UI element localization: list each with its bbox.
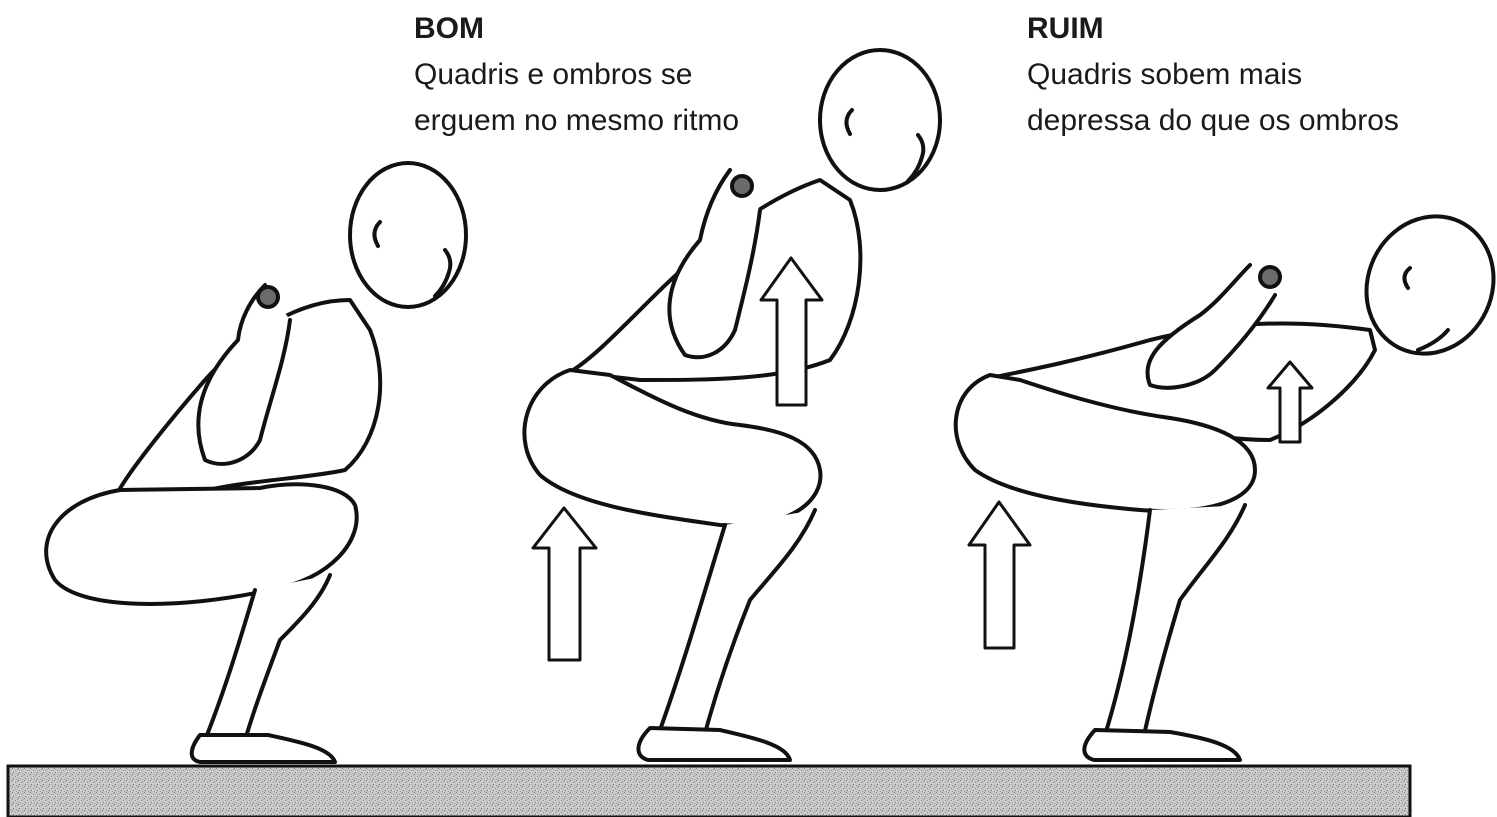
thigh bbox=[953, 373, 1257, 513]
head bbox=[1364, 214, 1496, 356]
caption-good-heading: BOM bbox=[414, 12, 484, 45]
floor bbox=[6, 764, 1412, 817]
caption-bad-heading: RUIM bbox=[1027, 12, 1104, 45]
arrow-shoulders-up bbox=[759, 256, 824, 407]
figure-good-rise bbox=[522, 48, 942, 762]
foot bbox=[636, 726, 792, 762]
caption-good-line2: erguem no mesmo ritmo bbox=[414, 104, 740, 137]
foot bbox=[1082, 728, 1242, 762]
figure-bad-rise bbox=[953, 214, 1496, 762]
arrow-hips-up bbox=[967, 500, 1032, 650]
figure-squat-bottom bbox=[44, 161, 468, 764]
arrow-hips-up bbox=[531, 506, 598, 662]
shin bbox=[1102, 503, 1247, 757]
caption-good-line1: Quadris e ombros se bbox=[414, 58, 693, 91]
barbell bbox=[1258, 265, 1282, 289]
head bbox=[818, 48, 942, 192]
shin bbox=[657, 508, 817, 755]
arm bbox=[667, 168, 762, 360]
shin bbox=[202, 573, 332, 761]
foot bbox=[189, 733, 337, 764]
caption-bad-line2: depressa do que os ombros bbox=[1027, 104, 1399, 137]
caption-good: BOM Quadris e ombros se erguem no mesmo … bbox=[414, 6, 739, 144]
caption-bad: RUIM Quadris sobem mais depressa do que … bbox=[1027, 6, 1399, 144]
barbell bbox=[730, 174, 754, 198]
arm bbox=[1145, 263, 1277, 390]
arrow-shoulders-up bbox=[1266, 360, 1314, 444]
caption-bad-line1: Quadris sobem mais bbox=[1027, 58, 1303, 91]
barbell bbox=[256, 285, 280, 309]
arm bbox=[196, 283, 292, 466]
head bbox=[348, 161, 468, 309]
